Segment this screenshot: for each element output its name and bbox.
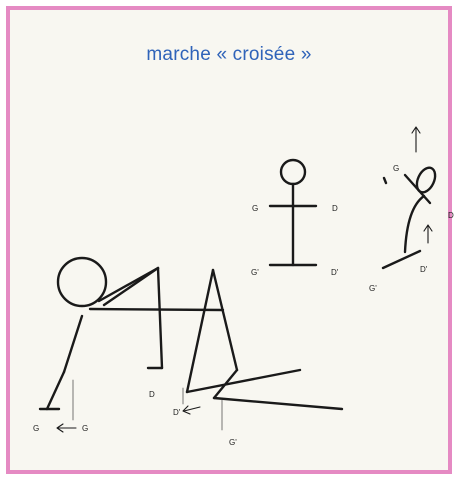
crawl-label-g-left: G xyxy=(33,424,39,433)
side-figure-leg xyxy=(381,249,422,270)
crawl-figure-knee xyxy=(212,368,239,400)
front-label-g-prime: G' xyxy=(251,268,259,277)
crawl-figure-lower-trunk xyxy=(88,307,225,312)
crawl-figure-back-arm xyxy=(62,314,84,374)
diagram-frame: marche « croisée » xyxy=(6,6,452,474)
side-figure-back xyxy=(403,194,426,254)
crawl-figure-thigh-right xyxy=(211,268,239,372)
crawl-label-g-right: G xyxy=(82,424,88,433)
crawl-figure-thigh-left xyxy=(185,268,215,394)
side-figure-head xyxy=(415,166,437,194)
crawl-label-g-prime: G' xyxy=(229,438,237,447)
crawl-label-d: D xyxy=(149,390,155,399)
crawling-figure xyxy=(38,256,344,411)
diagram-title: marche « croisée » xyxy=(146,44,312,65)
side-figure-tick xyxy=(382,176,388,185)
side-up-arrow-2-head xyxy=(423,224,433,232)
crawl-figure-front-arm xyxy=(156,266,164,370)
front-figure-head xyxy=(279,158,307,186)
side-up-arrow-1-head xyxy=(411,126,421,134)
crawl-figure-shin-right xyxy=(212,396,344,411)
side-label-g-prime: G' xyxy=(369,284,377,293)
front-label-d: D xyxy=(332,204,338,213)
crawl-figure-arm-bridge xyxy=(102,266,160,307)
crawl-figure-back-forearm xyxy=(45,370,66,411)
crawl-figure-head xyxy=(56,256,108,308)
crawl-label-d-prime: D' xyxy=(173,408,181,417)
crawl-left-arrow-2-shaft xyxy=(183,406,201,412)
side-label-d-prime: D' xyxy=(420,265,428,274)
side-label-g: G xyxy=(393,164,399,173)
crawl-figure-shin-left xyxy=(185,368,302,394)
front-label-g: G xyxy=(252,204,258,213)
side-figure-arm xyxy=(403,173,432,205)
front-label-d-prime: D' xyxy=(331,268,339,277)
crawl-left-arrow-1-head xyxy=(56,423,64,433)
side-label-d: D xyxy=(448,211,454,220)
side-view-figure xyxy=(381,166,437,270)
front-view-figure xyxy=(268,158,318,267)
crawl-left-arrow-2-head xyxy=(182,405,191,415)
